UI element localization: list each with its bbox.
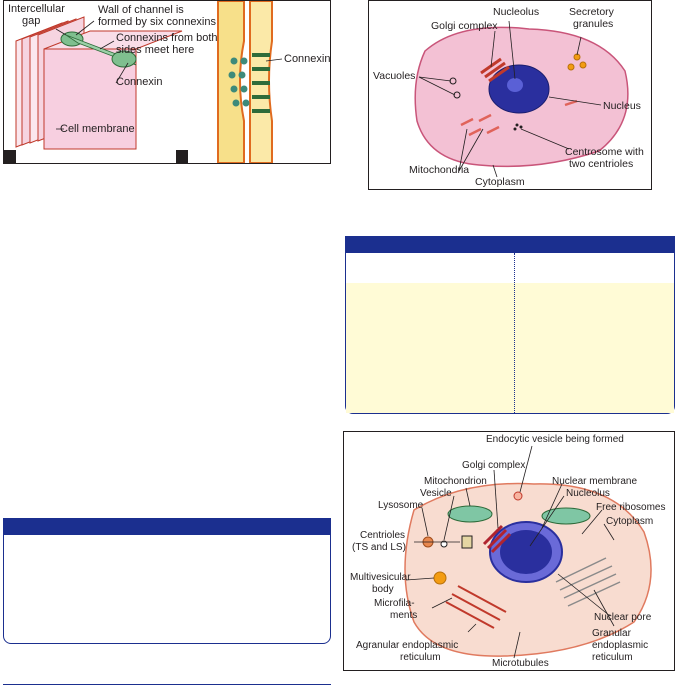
label-connexin-a: Connexin xyxy=(116,76,162,88)
centrosome-shape xyxy=(513,123,523,131)
label-golgi-complex: Golgi complex xyxy=(431,20,498,32)
mitochondria-shapes xyxy=(460,99,578,137)
label-multivesicular-body-2: body xyxy=(372,584,394,595)
label-centrosome-2: two centrioles xyxy=(569,158,633,170)
label-microfilaments: Microfila- xyxy=(374,598,415,609)
table-body xyxy=(346,283,674,413)
panel-a-marker xyxy=(4,150,16,163)
label-granular-er: Granular xyxy=(592,628,632,639)
label-microtubules: Microtubules xyxy=(492,658,549,669)
table-column-divider xyxy=(514,253,515,413)
label-cytoplasm: Cytoplasm xyxy=(475,176,525,188)
em-nucleolus xyxy=(500,530,552,574)
label-endocytic-vesicle: Endocytic vesicle being formed xyxy=(486,434,624,445)
label-vacuoles: Vacuoles xyxy=(373,70,415,82)
label-lysosome: Lysosome xyxy=(378,500,424,511)
label-intercellular-gap: Intercellular xyxy=(8,3,65,15)
panel-b-marker xyxy=(176,150,188,163)
label-nuclear-membrane: Nuclear membrane xyxy=(552,476,637,487)
next-box-top-border xyxy=(3,684,331,689)
em-mitochondrion xyxy=(447,505,493,523)
label-em-nucleolus: Nucleolus xyxy=(566,488,610,499)
label-granular-er-3: reticulum xyxy=(592,652,633,663)
em-centrioles xyxy=(461,535,473,549)
label-centrosome: Centrosome with xyxy=(565,146,644,158)
label-mitochondria: Mitochondria xyxy=(409,164,469,176)
label-centrioles-2: (TS and LS) xyxy=(352,542,406,553)
label-mitochondrion: Mitochondrion xyxy=(424,476,487,487)
table-header-bar xyxy=(346,237,674,253)
em-multivesicular-body xyxy=(433,571,447,585)
gap-junction-figure: Intercellular gap Wall of channel is for… xyxy=(3,0,331,164)
label-vesicle: Vesicle xyxy=(420,488,452,499)
info-box-header-bar xyxy=(4,519,330,535)
label-granular-er-2: endoplasmic xyxy=(592,640,648,651)
label-wall-of-channel: Wall of channel is xyxy=(98,4,184,16)
label-em-cytoplasm: Cytoplasm xyxy=(606,516,653,527)
em-agranular-er xyxy=(445,585,507,629)
cell-light-figure: Nucleolus Golgi complex Secretory granul… xyxy=(368,0,652,190)
label-free-ribosomes: Free ribosomes xyxy=(596,502,665,513)
label-wall-of-channel-2: formed by six connexins xyxy=(98,16,216,28)
info-box xyxy=(3,518,331,644)
em-granular-er xyxy=(555,557,621,607)
label-nucleus: Nucleus xyxy=(603,100,641,112)
label-microfilaments-2: ments xyxy=(390,610,417,621)
table-header-row xyxy=(346,253,674,281)
em-mitochondrion-2 xyxy=(541,507,591,525)
label-agranular-er: Agranular endoplasmic xyxy=(356,640,458,651)
gap-junction-illustration: Intercellular gap Wall of channel is for… xyxy=(4,0,330,164)
table-grid xyxy=(346,253,674,413)
em-vesicle xyxy=(440,540,448,548)
cell-em-illustration: Endocytic vesicle being formed Golgi com… xyxy=(350,434,665,669)
label-cell-membrane: Cell membrane xyxy=(60,123,135,135)
label-secretory-granules: Secretory xyxy=(569,6,615,18)
label-multivesicular-body: Multivesicular xyxy=(350,572,411,583)
membrane-section xyxy=(217,0,273,164)
label-nuclear-pore: Nuclear pore xyxy=(594,612,652,623)
cell-em-figure: Endocytic vesicle being formed Golgi com… xyxy=(343,431,675,671)
cell-light-illustration: Nucleolus Golgi complex Secretory granul… xyxy=(373,6,644,188)
label-intercellular-gap-2: gap xyxy=(22,15,40,27)
label-em-golgi-complex: Golgi complex xyxy=(462,460,525,471)
label-nucleolus: Nucleolus xyxy=(493,6,539,18)
em-golgi xyxy=(482,524,512,554)
label-connexins-meet: Connexins from both xyxy=(116,32,218,44)
label-connexin-b: Connexin xyxy=(284,53,330,65)
connexon-channel xyxy=(60,31,137,68)
em-endocytic-vesicle xyxy=(513,491,523,501)
comparison-table-box xyxy=(345,236,675,414)
label-secretory-granules-2: granules xyxy=(573,18,613,30)
label-centrioles: Centrioles xyxy=(360,530,405,541)
label-agranular-er-2: reticulum xyxy=(400,652,441,663)
label-connexins-meet-2: sides meet here xyxy=(116,44,194,56)
nucleolus-shape xyxy=(507,78,523,92)
